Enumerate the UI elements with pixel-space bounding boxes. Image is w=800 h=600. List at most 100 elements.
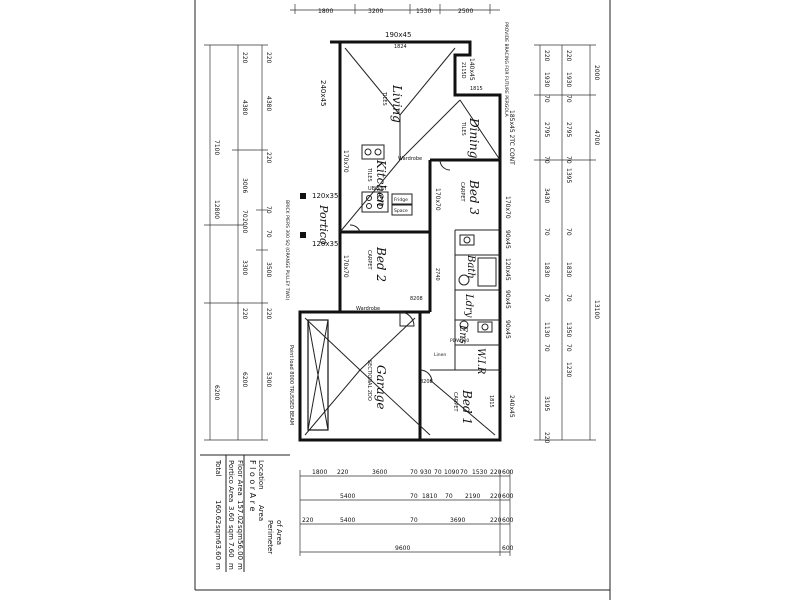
right-dim-mid-9: 70 [543, 294, 550, 302]
area-row-portico-label: Portico Area [227, 460, 235, 502]
left-dim-mid-4: 70 [241, 210, 248, 218]
lintel-5-label: 90x45 [504, 230, 511, 249]
room-bed2-code: CARPET [366, 250, 372, 271]
area-row-portico-unit2: m [227, 563, 235, 570]
right-dim-mid-7: 70 [543, 228, 550, 236]
bottom-row3-6: 600 [502, 517, 514, 524]
area-row-portico-perimeter: 7.60 [227, 542, 235, 558]
right-dim-inner-6: 1395 [565, 168, 572, 183]
door-8208b-label: 8208 [410, 296, 423, 302]
portico-beam1-label: 120x35 [312, 192, 338, 200]
wardrobe2-label: Wardrobe [356, 306, 380, 312]
bottom-row1-4: 70 [410, 469, 418, 476]
left-dim-inner-3: 220 [265, 152, 272, 164]
right-dim-inner-5: 70 [565, 156, 572, 164]
bottom-row3-5: 220 [490, 517, 502, 524]
room-ens-label: Ens [457, 324, 468, 344]
room-garage-label: Garage [374, 365, 388, 409]
brick-piers-note: BRICK PIERS 300 SQ (ORANGE PULLEY TWO) [284, 200, 290, 300]
lintel-6-label: 120x45 [504, 258, 511, 281]
top-dim-3: 1530 [416, 8, 431, 15]
lintel-8-label: 90x45 [504, 320, 511, 339]
left-dim-inner-7: 220 [265, 308, 272, 320]
area-table-title: F l o o r A r e [248, 460, 257, 511]
bottom-row4-2: 600 [502, 545, 514, 552]
bottom-row2-4: 70 [445, 493, 453, 500]
right-dim-mid-4: 2795 [543, 122, 550, 137]
bottom-row1-8: 70 [460, 469, 468, 476]
bottom-row2-7: 600 [502, 493, 514, 500]
right-dim-mid-12: 3195 [543, 396, 550, 411]
area-table-col-perimeter: Perimeter [266, 520, 274, 554]
area-row-portico-unit: sqm [227, 525, 235, 540]
room-laundry-label: Ldry [463, 293, 474, 318]
room-kitchen-code: TILES [366, 167, 372, 182]
bottom-row3-4: 3690 [450, 517, 465, 524]
room-bed3-code: CARPET [459, 182, 465, 203]
bottom-row1-5: 930 [420, 469, 432, 476]
bathroom-fixtures [458, 234, 497, 333]
bottom-dimension-rows: 1800 220 3600 70 930 70 1090 70 1530 220… [299, 469, 514, 556]
bottom-row3-2: 5400 [340, 517, 355, 524]
right-dim-inner-2: 1930 [565, 72, 572, 87]
top-dim-1: 1800 [318, 8, 333, 15]
right-dim-inner-1: 220 [565, 50, 572, 62]
left-dim-inner-4: 70 [265, 206, 272, 214]
left-dim-mid-7: 220 [241, 308, 248, 320]
right-dim-mid-2: 1930 [543, 72, 550, 87]
left-dim-mid-1: 220 [241, 52, 248, 64]
area-table-col-of-area: of Area [275, 520, 283, 545]
cont-beam-label: 185x45 2TC CONT [508, 110, 515, 165]
right-dim-outer-3: 13100 [593, 300, 600, 319]
room-kitchen-label: Kitchen [374, 159, 388, 207]
room-portico-label: Portico [317, 204, 330, 245]
bottom-row1-3: 3600 [372, 469, 387, 476]
frame-left-label: 240x45 [319, 80, 327, 106]
area-row-total-unit: sqm [214, 525, 222, 540]
bottom-row2-2: 70 [410, 493, 418, 500]
area-table-col-location: Location [257, 460, 265, 490]
room-dining-code: TILES [460, 121, 466, 136]
right-dim-mid-11: 70 [543, 344, 550, 352]
bottom-row1-10: 220 [490, 469, 502, 476]
left-dim-inner-8: 5300 [265, 372, 272, 387]
right-dim-mid-8: 1830 [543, 262, 550, 277]
right-dim-inner-4: 2795 [565, 122, 572, 137]
right-dim-mid-3: 70 [543, 95, 550, 103]
beam-top-dim: 1824 [394, 44, 407, 50]
fridge-label: Fridge [394, 197, 408, 203]
area-row-total-area: 160.62 [214, 500, 222, 525]
area-row-total-label: Total [214, 459, 222, 476]
bottom-row3-1: 220 [302, 517, 314, 524]
area-row-portico-area: 3.60 [227, 506, 235, 522]
right-dim-inner-9: 70 [565, 294, 572, 302]
left-dim-inner-2: 4380 [265, 96, 272, 111]
room-bath-label: Bath [465, 254, 476, 279]
portico-piers [300, 193, 306, 238]
dim-2740-label: 2740 [434, 268, 440, 281]
garage-door [307, 319, 329, 431]
right-dim-mid-10: 1130 [543, 322, 550, 337]
area-row-floor-unit: sqm [236, 525, 244, 540]
wardrobe1-label: Wardrobe [398, 156, 422, 162]
left-dim-mid-2: 4380 [241, 100, 248, 115]
left-dim-inner-6: 3500 [265, 262, 272, 277]
lintel-2-label: 170x70 [342, 255, 349, 278]
left-dim-mid-3: 3006 [241, 178, 248, 193]
room-bed3-label: Bed 3 [467, 179, 481, 215]
left-dim-inner-5: 70 [265, 230, 272, 238]
building-walls [298, 40, 502, 442]
pantry-label: Space [394, 208, 408, 214]
area-row-total-perimeter: 63.60 [214, 540, 222, 560]
beam-corner-label: 140x45 [468, 58, 475, 81]
left-dim-outer-3: 6200 [213, 385, 220, 400]
right-dim-inner-12: 1230 [565, 362, 572, 377]
right-dim-outer-2: 4700 [593, 130, 600, 145]
corner-dim-label: 2115D [460, 62, 466, 79]
room-garage-code: SECTIONAL 2DO [366, 360, 372, 401]
room-living-code: TILES [381, 91, 387, 106]
area-row-floor-label: Floor Area [236, 460, 244, 496]
area-row-floor-unit2: m [236, 563, 244, 570]
right-dim-inner-8: 1830 [565, 262, 572, 277]
